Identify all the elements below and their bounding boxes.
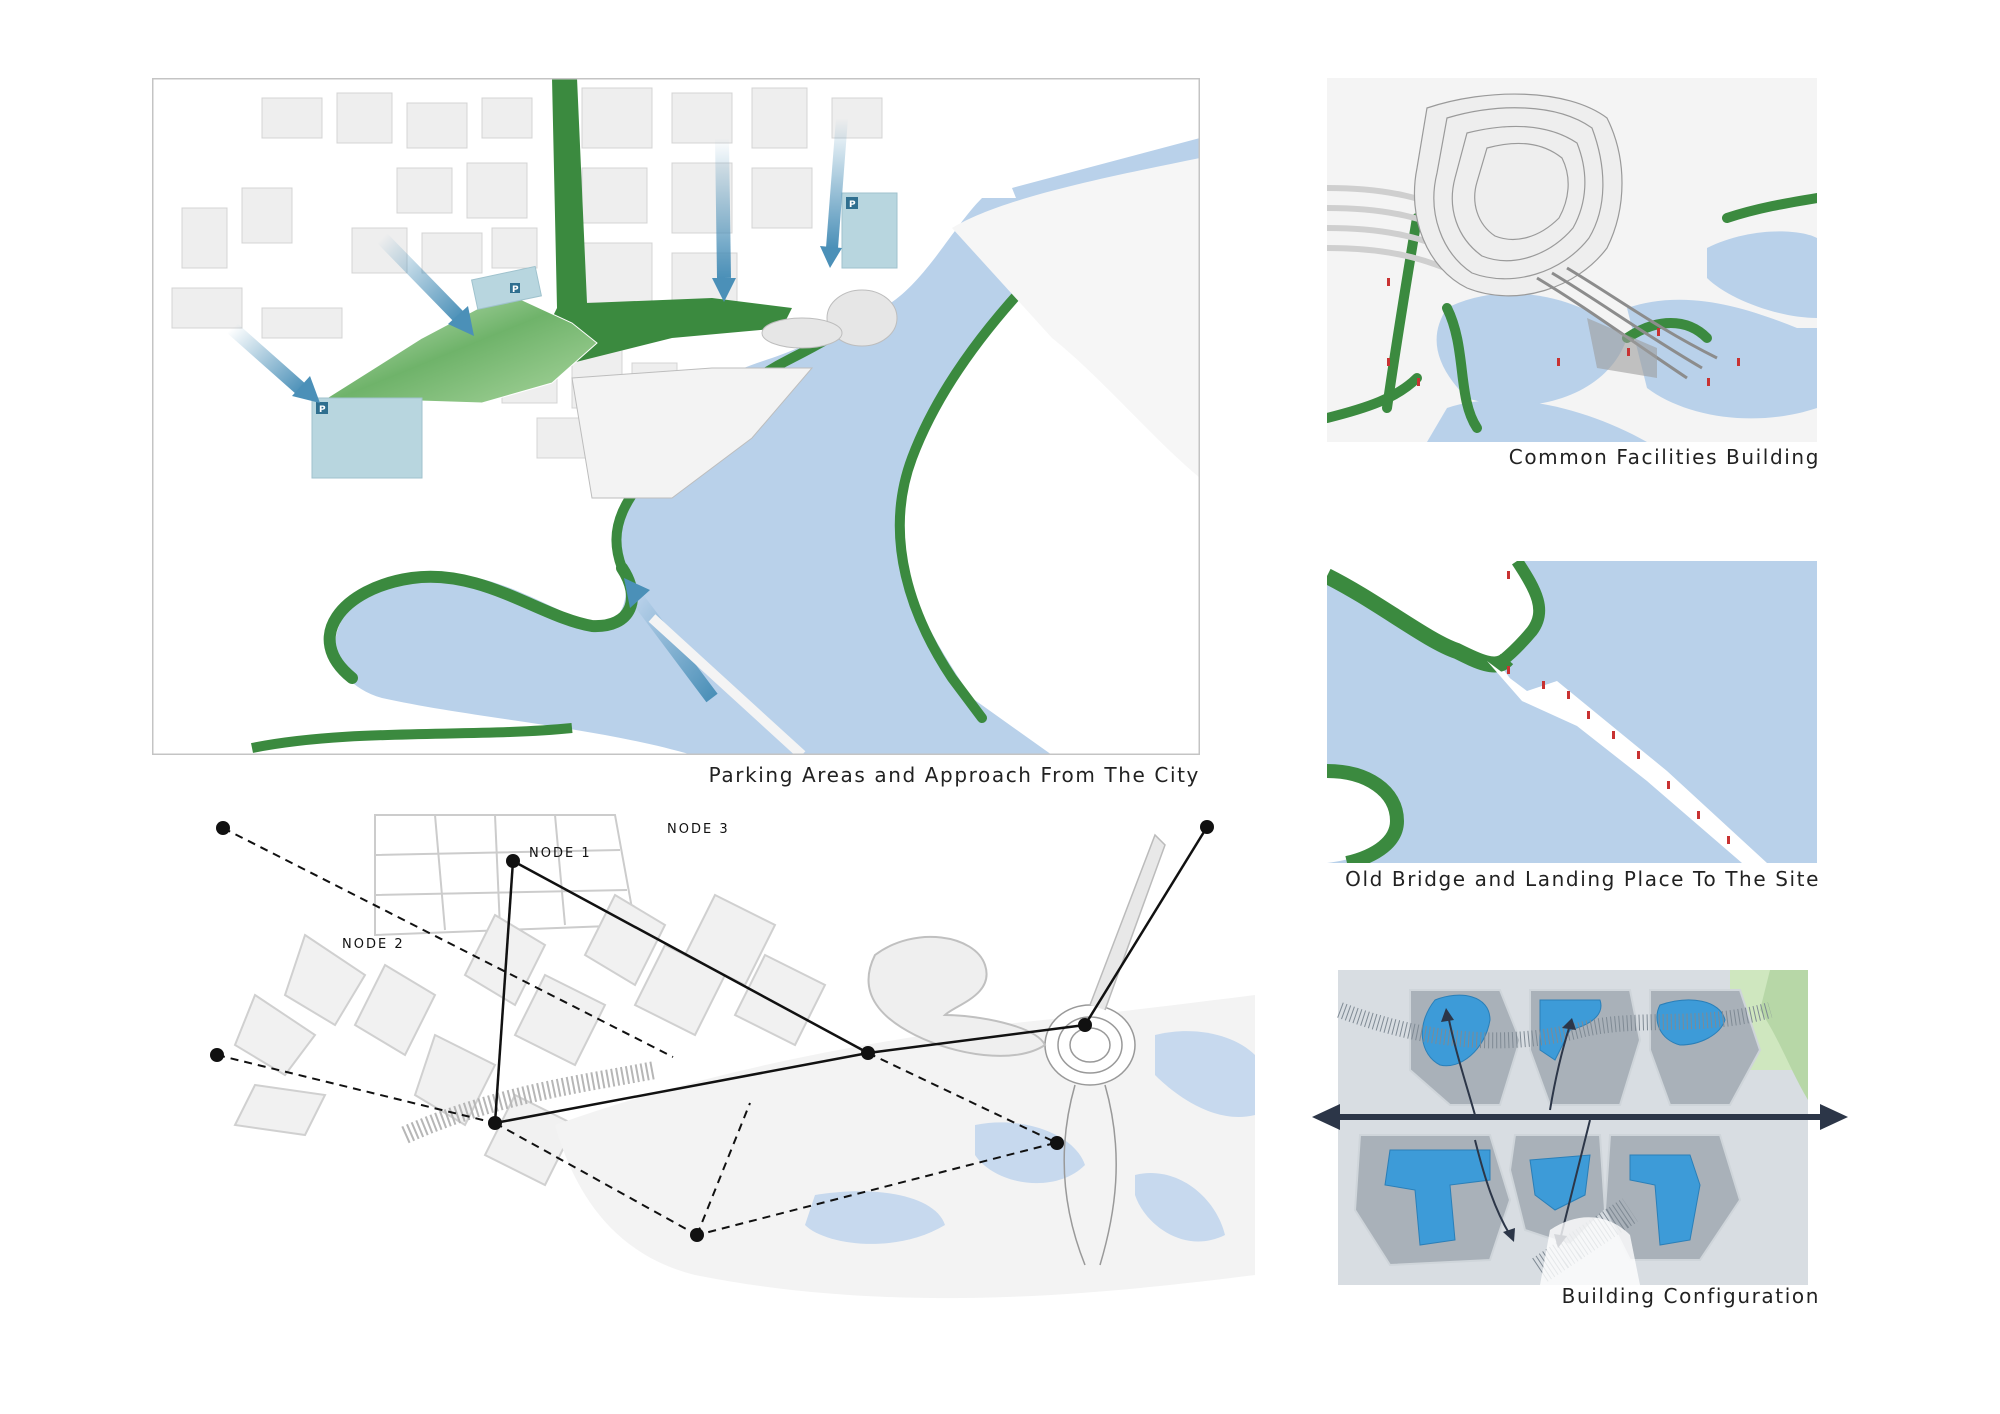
- node-2-label: NODE 2: [342, 937, 405, 952]
- bridge-ribbons: [1536, 266, 1718, 380]
- central-complex: [571, 289, 898, 499]
- common-facilities-building: [1044, 833, 1166, 1266]
- caption-common-facilities: Common Facilities Building: [1508, 445, 1820, 469]
- parking-marker-label-1: P: [319, 405, 326, 415]
- blue-buildings: [1384, 994, 1726, 1246]
- people-markers: [1507, 571, 1730, 844]
- green-bank-bottom: [1327, 764, 1405, 863]
- node-diagram-map: [210, 814, 1255, 1299]
- city-grid: [374, 814, 637, 937]
- parking-areas: [311, 192, 898, 479]
- green-road-corridor: [532, 78, 792, 378]
- node-3-label: NODE 3: [667, 822, 730, 837]
- parking-approach-panel: P P P: [152, 78, 1200, 755]
- s-shaped-building: [867, 935, 1047, 1057]
- site-ground: [555, 995, 1255, 1299]
- parking-marker-label-2: P: [849, 200, 856, 210]
- sculptural-building: [1413, 93, 1623, 297]
- caption-old-bridge: Old Bridge and Landing Place To The Site: [1345, 867, 1820, 891]
- dashed-connections: [216, 827, 1058, 1236]
- building-configuration-panel: [1300, 970, 1850, 1290]
- green-field: [325, 292, 598, 404]
- people-markers: [1387, 278, 1740, 386]
- water-patches: [805, 1031, 1255, 1244]
- old-bridge: [648, 614, 806, 755]
- hatched-surfaces: [1337, 1002, 1773, 1282]
- caption-parking-approach: Parking Areas and Approach From The City: [708, 763, 1200, 787]
- caption-building-configuration: Building Configuration: [1561, 1284, 1820, 1308]
- old-bridge-panel: [1327, 561, 1817, 863]
- green-riverbank: [323, 562, 638, 684]
- common-facilities-panel: [1327, 78, 1817, 442]
- water-areas: [1427, 231, 1817, 442]
- node-points: [210, 820, 1214, 1242]
- building-configuration-render: [1312, 970, 1848, 1285]
- hatched-path: [401, 1061, 657, 1144]
- old-bridge-render: [1327, 561, 1817, 863]
- land-left: [1327, 561, 1538, 681]
- common-facilities-render: [1327, 78, 1817, 442]
- parking-marker-label-3: P: [512, 285, 519, 295]
- node-1-label: NODE 1: [529, 846, 592, 861]
- main-axis-arrow: [1312, 1104, 1848, 1130]
- parking-markers: [316, 197, 858, 414]
- node-diagram-panel: [195, 795, 1255, 1355]
- parking-approach-map: P P P: [152, 78, 1200, 755]
- approach-arrows: [227, 117, 848, 703]
- solid-connections: [493, 826, 1209, 1125]
